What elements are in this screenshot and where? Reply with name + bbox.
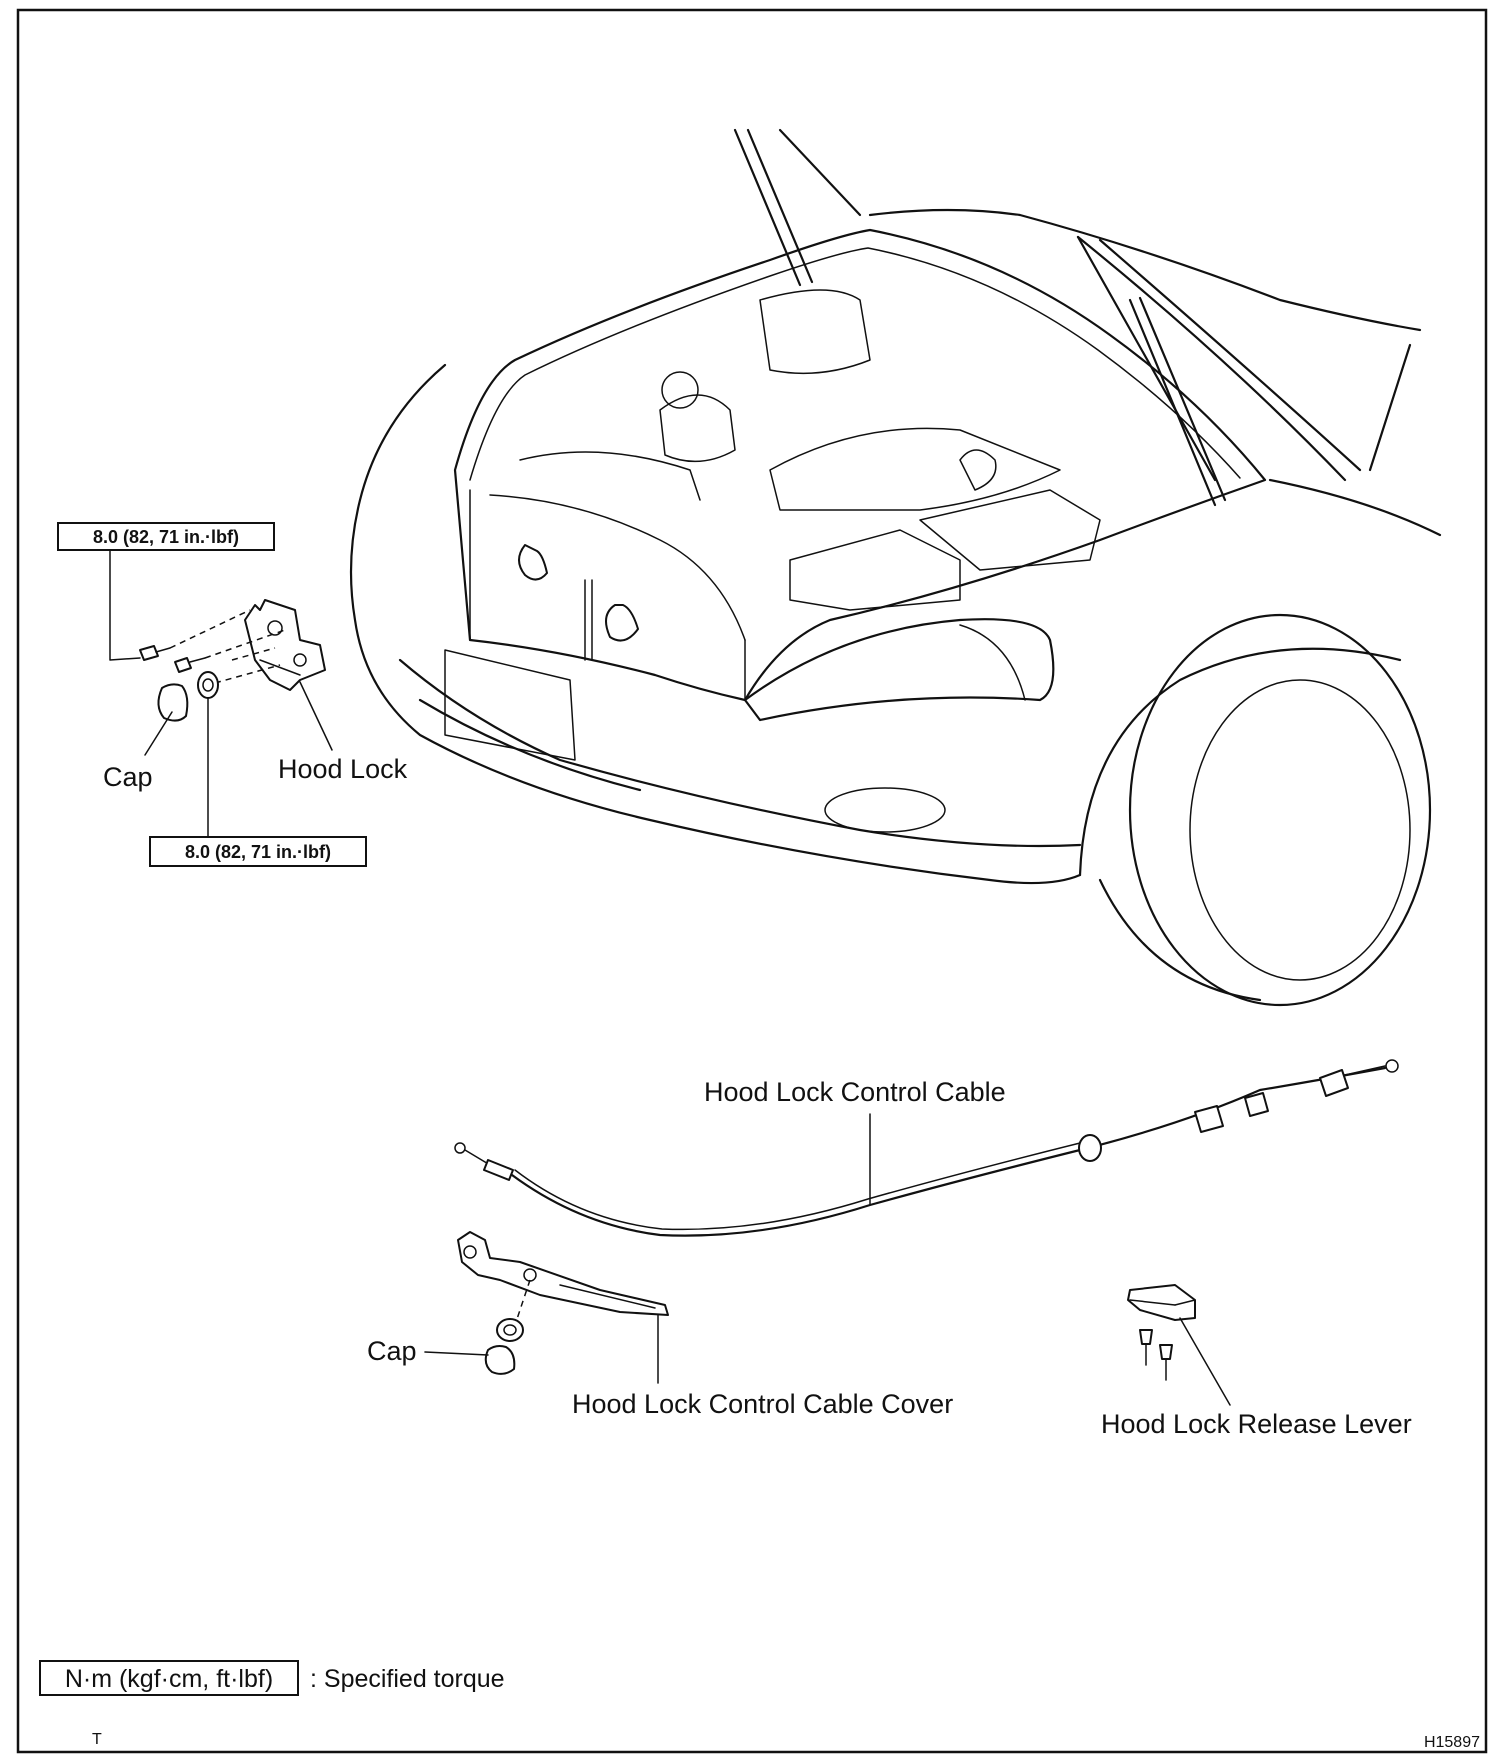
hood-lock-bolt-upper xyxy=(139,645,171,661)
figure-id: H15897 xyxy=(1424,1734,1480,1751)
vehicle-front-illustration xyxy=(349,128,1442,1007)
legend-unit-box xyxy=(39,1660,299,1696)
cap-lower-part xyxy=(496,1318,524,1342)
hood-lock-label: Hood Lock xyxy=(278,754,408,784)
torque-box-top xyxy=(57,522,275,551)
leader-cap-lower xyxy=(424,1351,489,1356)
control-cable-label: Hood Lock Control Cable xyxy=(704,1077,1006,1107)
legend-meaning-text: : Specified torque xyxy=(310,1665,505,1693)
cap-lower-label: Cap xyxy=(367,1336,417,1366)
hood-lock-assembly xyxy=(244,599,326,691)
torque-label-bottom: 8.0 (82, 71 in.·lbf) xyxy=(185,842,331,862)
hood-lock-release-lever xyxy=(1127,1284,1196,1321)
hood-lock-bolt-middle xyxy=(174,657,206,673)
release-lever-screws xyxy=(1139,1329,1173,1381)
torque-box-bottom xyxy=(149,836,367,867)
cap-upper-part xyxy=(157,683,189,722)
cap-upper-label: Cap xyxy=(103,762,153,792)
seal-washer xyxy=(197,671,219,699)
release-lever-label: Hood Lock Release Lever xyxy=(1101,1409,1412,1439)
leader-cap-upper xyxy=(144,711,173,756)
leader-hood-lock xyxy=(299,681,333,751)
legend-unit-text: N·m (kgf·cm, ft·lbf) xyxy=(65,1665,273,1693)
torque-label-top: 8.0 (82, 71 in.·lbf) xyxy=(93,527,239,547)
leader-torque-top xyxy=(109,549,141,661)
leader-release-lever xyxy=(1179,1317,1231,1406)
cable-cover-label: Hood Lock Control Cable Cover xyxy=(572,1389,953,1419)
footer-left-mark: T xyxy=(92,1731,102,1748)
hood-lock-control-cable-cover xyxy=(457,1231,669,1316)
hood-lock-control-cable xyxy=(454,1059,1399,1237)
diagram-frame xyxy=(16,8,1488,1754)
